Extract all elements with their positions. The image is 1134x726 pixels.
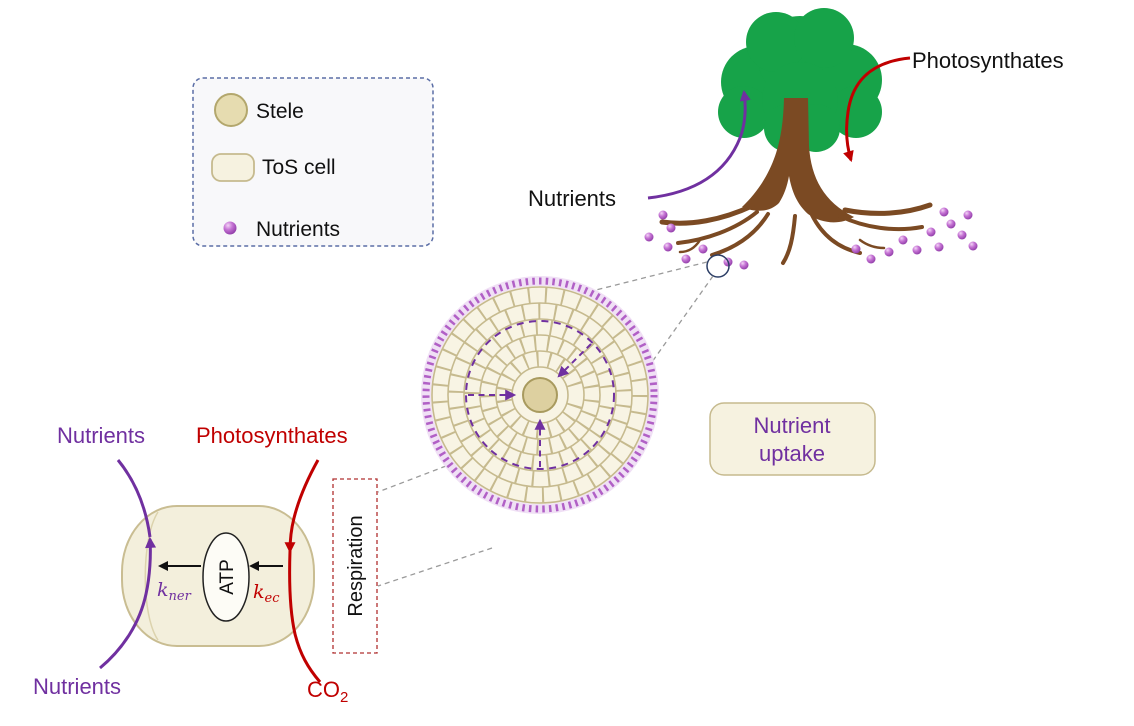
tree-illustration: Photosynthates Nutrients (528, 8, 1064, 278)
nutrient-dot (968, 241, 978, 251)
photosynthate-flow-lower (288, 550, 322, 683)
nutrient-dot (939, 207, 949, 217)
canopy-blob (794, 8, 854, 68)
nutrient-flow-upper (116, 459, 152, 538)
legend-stele-label: Stele (256, 100, 304, 123)
cell-nutrients-top-label: Nutrients (57, 423, 145, 448)
root (676, 210, 759, 245)
cell-end-cap-line (144, 511, 159, 641)
tree-trunk (742, 98, 854, 223)
nutrient-dot (644, 232, 654, 242)
ring-walls (448, 303, 632, 487)
legend-item-tos-cell: ToS cell (211, 153, 336, 182)
nutrients-flow-arrow (647, 89, 751, 200)
rootlet (858, 238, 886, 250)
tree-nutrients-label: Nutrients (528, 186, 616, 211)
canopy-blob (746, 12, 806, 72)
root (710, 212, 770, 257)
legend: Stele ToS cell Nutrients (192, 77, 434, 247)
nutrient-dot (963, 210, 973, 220)
cell-radial-walls (432, 287, 648, 503)
ring-boundary (447, 302, 633, 488)
k-ner-label: kner (157, 579, 192, 604)
nutrient-dot (898, 235, 908, 245)
inward-uptake-arrows (468, 343, 592, 467)
caption-line1: Nutrient (753, 413, 830, 438)
legend-item-nutrients: Nutrients (223, 218, 340, 241)
nutrient-dot (851, 244, 861, 254)
root-cross-section (421, 276, 659, 514)
canopy-blob (830, 86, 882, 138)
cell-photosynthates-label: Photosynthates (196, 423, 348, 448)
ring-boundary (431, 286, 649, 504)
nutrient-dot (663, 242, 673, 252)
nutrient-dot (946, 219, 956, 229)
nutrient-dot-icon (223, 221, 237, 235)
root (781, 214, 797, 265)
legend-item-stele: Stele (214, 93, 304, 127)
nutrient-flow-lower-arrow (99, 536, 157, 670)
root (659, 203, 755, 226)
root (842, 202, 933, 216)
ring-boundary (495, 350, 585, 440)
cell-nutrients-bottom-label: Nutrients (33, 674, 121, 699)
caption-line2: uptake (759, 441, 825, 466)
tos-cell-icon (211, 153, 255, 182)
root-zoom-circle (706, 254, 730, 278)
connector-line (377, 465, 447, 493)
connector-line (595, 261, 708, 291)
connector-line (651, 275, 714, 363)
ring-boundary (463, 318, 617, 472)
zoom-connector-lines (377, 261, 714, 587)
atp-label: ATP (217, 559, 238, 595)
legend-box (192, 77, 434, 247)
legend-nutrients-label: Nutrients (256, 218, 340, 241)
nutrient-dot (912, 245, 922, 255)
root (838, 214, 924, 232)
photosynthates-flow-arrow (843, 56, 911, 163)
uptake-path-dashed-circle (465, 320, 615, 470)
legend-tos-label: ToS cell (262, 156, 336, 179)
nutrient-dot (866, 254, 876, 264)
tree-photosynthates-label: Photosynthates (912, 48, 1064, 73)
k-ec-label: kec (253, 581, 280, 606)
uptake-arrow (557, 343, 592, 378)
atp-ellipse (202, 532, 250, 622)
nutrient-dot (658, 210, 668, 220)
nutrient-dot (934, 242, 944, 252)
tos-cell-diagram: ATP kner kec Respiration Nutrients Photo… (33, 423, 378, 706)
nutrient-dot (957, 230, 967, 240)
nutrient-dot (884, 247, 894, 257)
co2-label: CO2 (307, 677, 348, 706)
caption-box (709, 402, 876, 476)
stele-icon (214, 93, 248, 127)
respiration-label: Respiration (345, 515, 367, 616)
nutrient-uptake-caption: Nutrient uptake (709, 402, 876, 476)
respiration-box (332, 478, 378, 654)
nutrient-dot (681, 254, 691, 264)
nutrient-dot (666, 223, 676, 233)
nutrient-dot (739, 260, 749, 270)
connector-line (377, 547, 493, 587)
photosynthate-flow-upper-arrow (284, 459, 320, 554)
nutrient-dot (926, 227, 936, 237)
nutrient-dot (698, 244, 708, 254)
ring-walls (432, 287, 648, 503)
stele-center (522, 377, 558, 413)
rhizodermis-dotted-ring (422, 277, 658, 513)
rootlet (678, 238, 702, 254)
